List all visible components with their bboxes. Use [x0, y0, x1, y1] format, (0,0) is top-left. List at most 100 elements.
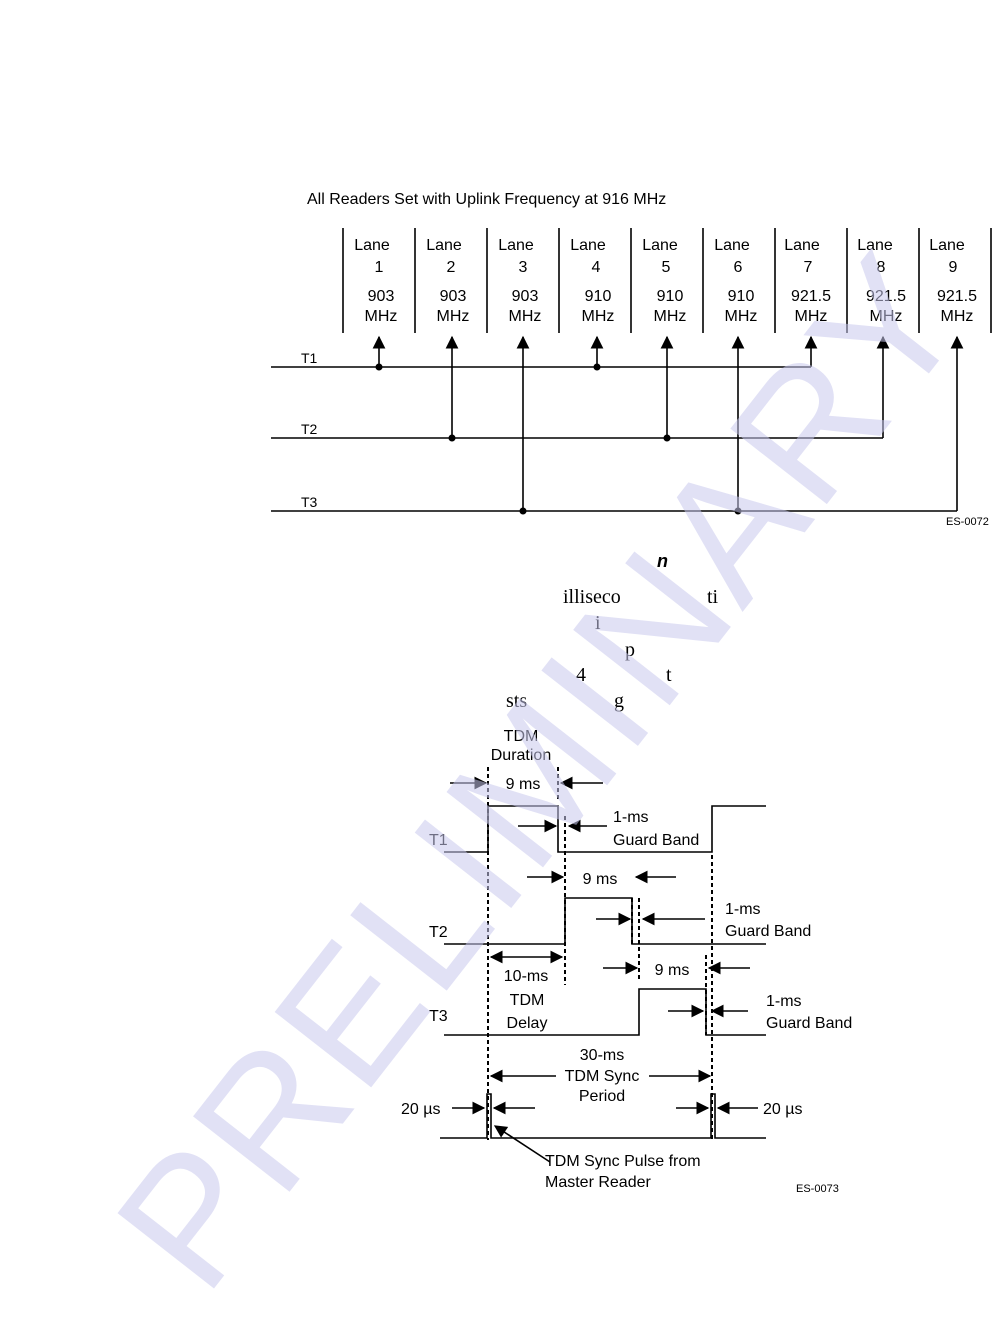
guard-band-label: 1-ms — [766, 993, 802, 1010]
lane-label: Lane — [570, 237, 606, 254]
lane-frequency-diagram: All Readers Set with Uplink Frequency at… — [271, 191, 992, 528]
duration-9ms-label: 9 ms — [583, 871, 618, 888]
row-label-t2: T2 — [301, 421, 318, 437]
text-fragment: sts — [506, 690, 527, 712]
lane-frequency: 921.5 — [937, 288, 977, 305]
lane-label: Lane — [426, 237, 462, 254]
lane-unit: MHz — [654, 308, 687, 325]
sync-period-label: 30-ms — [580, 1047, 624, 1064]
text-fragment: n — [657, 551, 668, 571]
text-fragment: 4 — [576, 664, 586, 686]
lane-number: 4 — [592, 259, 601, 276]
junction-dot — [734, 507, 742, 515]
diagram1-title: All Readers Set with Uplink Frequency at… — [307, 191, 666, 208]
tdm-delay-label: TDM — [510, 992, 545, 1009]
junction-dot — [375, 363, 383, 371]
lane-frequency: 910 — [728, 288, 755, 305]
tdm-duration-label: Duration — [491, 747, 551, 764]
lane-number: 1 — [375, 259, 384, 276]
junction-dot — [663, 434, 671, 442]
lane-7: Lane 7 921.5 MHz — [784, 237, 831, 325]
t3-label: T3 — [429, 1008, 448, 1025]
lane-label: Lane — [929, 237, 965, 254]
lane-1: Lane 1 903 MHz — [354, 237, 397, 325]
sync-pulse-waveform — [440, 1093, 766, 1139]
lane-frequency: 903 — [440, 288, 467, 305]
lane-number: 6 — [734, 259, 743, 276]
lane-label: Lane — [354, 237, 390, 254]
lane-2: Lane 2 903 MHz — [426, 237, 469, 325]
lane-frequency: 910 — [657, 288, 684, 305]
lane-unit: MHz — [941, 308, 974, 325]
lane-unit: MHz — [870, 308, 903, 325]
t2-waveform — [444, 897, 766, 945]
lane-separators — [342, 228, 992, 333]
figure-code: ES-0073 — [796, 1183, 839, 1195]
sync-pulse-label: TDM Sync Pulse from — [545, 1153, 701, 1170]
lane-unit: MHz — [365, 308, 398, 325]
duration-9ms-label: 9 ms — [506, 776, 541, 793]
tdm-delay-label: Delay — [507, 1015, 548, 1032]
guard-band-label: Guard Band — [725, 923, 811, 940]
text-fragment: i — [595, 612, 601, 634]
tdm-duration-label: TDM — [504, 728, 539, 745]
lane-6: Lane 6 910 MHz — [714, 237, 757, 325]
lane-number: 9 — [949, 259, 958, 276]
guard-band-label: Guard Band — [766, 1015, 852, 1032]
sync-period-label: Period — [579, 1088, 625, 1105]
guard-band-label: 1-ms — [613, 809, 649, 826]
callout-arrow — [493, 1125, 551, 1163]
text-fragment: ti — [707, 586, 719, 608]
lane-label: Lane — [642, 237, 678, 254]
lane-5: Lane 5 910 MHz — [642, 237, 686, 325]
lane-number: 5 — [662, 259, 671, 276]
row-label-t1: T1 — [301, 350, 318, 366]
guard-band-label: 1-ms — [725, 901, 761, 918]
lane-number: 2 — [447, 259, 456, 276]
sync-period-label: TDM Sync — [565, 1068, 640, 1085]
t3-waveform — [444, 988, 766, 1036]
lane-label: Lane — [784, 237, 820, 254]
lane-number: 7 — [804, 259, 813, 276]
t1-label: T1 — [429, 832, 448, 849]
lane-label: Lane — [857, 237, 893, 254]
lane-frequency: 921.5 — [866, 288, 906, 305]
guard-band-label: Guard Band — [613, 832, 699, 849]
text-fragment: t — [666, 664, 672, 686]
sync-pulse-label: Master Reader — [545, 1174, 651, 1191]
text-fragment: illiseco — [563, 586, 621, 608]
row-label-t3: T3 — [301, 494, 318, 510]
lane-frequency: 921.5 — [791, 288, 831, 305]
duration-9ms-label: 9 ms — [655, 962, 690, 979]
tdm-timing-diagram: TDM Duration 9 ms T1 1-ms Guard Band 9 m… — [401, 728, 852, 1195]
figure-code: ES-0072 — [946, 516, 989, 528]
body-text-fragments: n illiseco ti i p 4 t sts g — [506, 551, 719, 712]
lane-9: Lane 9 921.5 MHz — [929, 237, 977, 325]
junction-dot — [448, 434, 456, 442]
lane-3: Lane 3 903 MHz — [498, 237, 541, 325]
lane-unit: MHz — [509, 308, 542, 325]
t1-waveform — [444, 805, 766, 853]
t2-label: T2 — [429, 924, 448, 941]
lane-label: Lane — [498, 237, 534, 254]
junction-dot — [593, 363, 601, 371]
pulse-width-label: 20 µs — [763, 1101, 802, 1118]
lane-number: 3 — [519, 259, 528, 276]
lane-unit: MHz — [437, 308, 470, 325]
lane-frequency: 903 — [512, 288, 539, 305]
pulse-width-label: 20 µs — [401, 1101, 440, 1118]
junction-dot — [519, 507, 527, 515]
lane-8: Lane 8 921.5 MHz — [857, 237, 906, 325]
lane-unit: MHz — [582, 308, 615, 325]
lane-frequency: 903 — [368, 288, 395, 305]
lane-4: Lane 4 910 MHz — [570, 237, 614, 325]
lane-frequency: 910 — [585, 288, 612, 305]
text-fragment: g — [614, 690, 624, 712]
lane-unit: MHz — [795, 308, 828, 325]
lane-unit: MHz — [725, 308, 758, 325]
lane-number: 8 — [877, 259, 886, 276]
text-fragment: p — [625, 639, 635, 661]
lane-label: Lane — [714, 237, 750, 254]
tdm-delay-label: 10-ms — [504, 968, 548, 985]
